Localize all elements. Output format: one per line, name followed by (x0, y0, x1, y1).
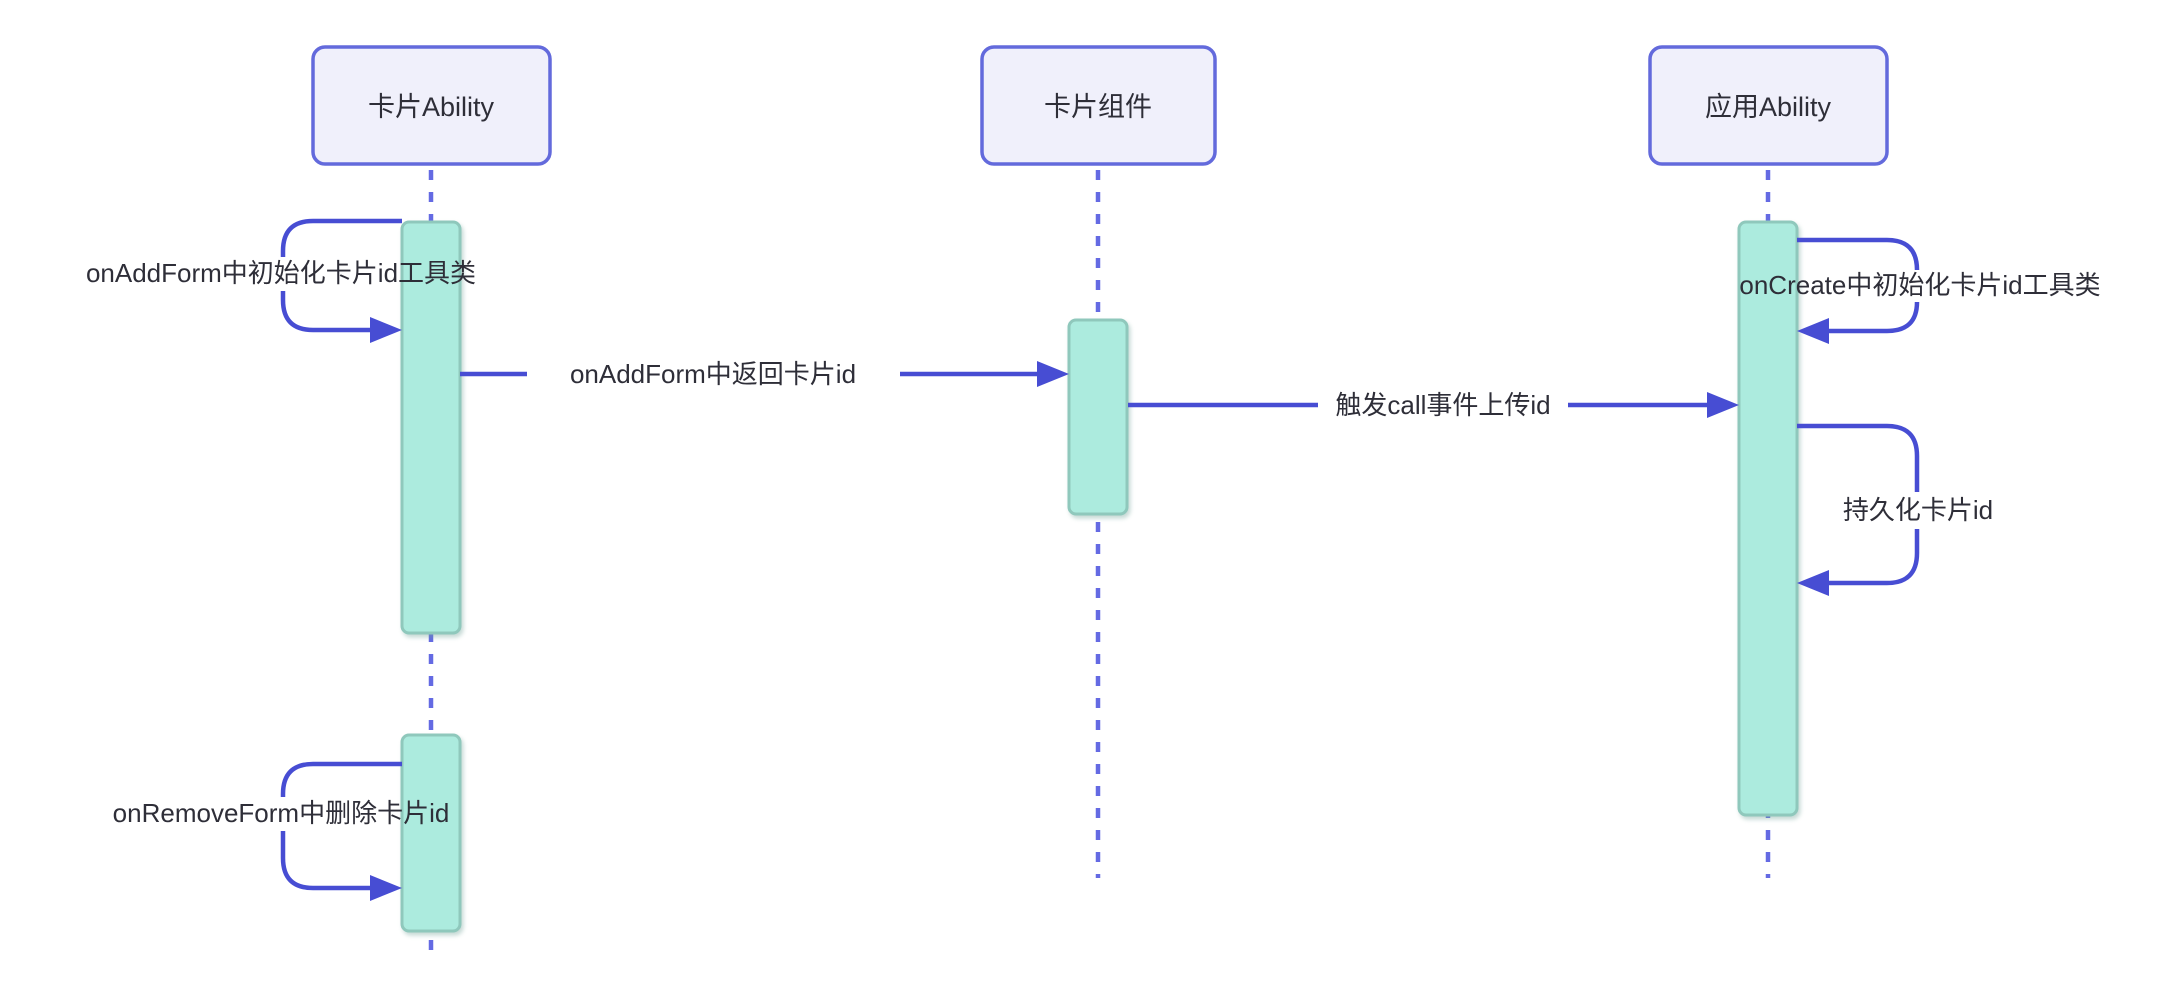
message-self-persist-id: 持久化卡片id (1797, 423, 1993, 596)
self-loop-top-segment (280, 761, 402, 797)
participant-label-card-ability: 卡片Ability (368, 92, 495, 122)
message-label: onCreate中初始化卡片id工具类 (1739, 270, 2100, 300)
self-loop-bottom-segment (280, 831, 370, 891)
self-loop-bottom-segment (1829, 301, 1920, 334)
arrowhead-right-icon (370, 875, 402, 901)
lifelines (428, 164, 1771, 956)
arrowhead-left-icon (1797, 318, 1829, 344)
arrowhead-right-icon (1037, 361, 1069, 387)
activations (400, 220, 1799, 933)
message-onaddform-return: onAddForm中返回卡片id (460, 359, 1069, 389)
participant-label-app-ability: 应用Ability (1705, 92, 1832, 122)
message-self-oncreate-init: onCreate中初始化卡片id工具类 (1739, 237, 2101, 344)
message-trigger-call-event: 触发call事件上传id (1128, 390, 1739, 420)
arrowhead-right-icon (1707, 392, 1739, 418)
message-label: onRemoveForm中删除卡片id (113, 798, 450, 828)
participant-box-card-widget (980, 45, 1217, 166)
self-loop-bottom-segment (1829, 529, 1920, 586)
participant-box-app-ability (1648, 45, 1889, 166)
participant-box-card-ability (311, 45, 552, 166)
message-label: onAddForm中初始化卡片id工具类 (86, 258, 476, 288)
participant-label-card-widget: 卡片组件 (1044, 92, 1152, 122)
message-self-onaddform-init: onAddForm中初始化卡片id工具类 (86, 218, 476, 343)
arrowhead-right-icon (370, 317, 402, 343)
message-label: 持久化卡片id (1843, 495, 1993, 525)
self-loop-bottom-segment (280, 291, 370, 333)
activation-app-ability (1737, 220, 1799, 817)
activation-card-ability-2 (400, 733, 462, 933)
participants: 卡片Ability 卡片组件 应用Ability (311, 45, 1889, 166)
arrowhead-left-icon (1797, 570, 1829, 596)
message-label: onAddForm中返回卡片id (570, 359, 856, 389)
self-loop-top-segment (1797, 423, 1920, 492)
activation-card-ability-1 (400, 220, 462, 635)
self-loop-top-segment (1797, 237, 1920, 271)
message-self-onremoveform-delete: onRemoveForm中删除卡片id (113, 761, 450, 901)
message-label: 触发call事件上传id (1335, 390, 1550, 420)
activation-card-widget (1067, 318, 1129, 516)
self-loop-top-segment (280, 218, 402, 257)
